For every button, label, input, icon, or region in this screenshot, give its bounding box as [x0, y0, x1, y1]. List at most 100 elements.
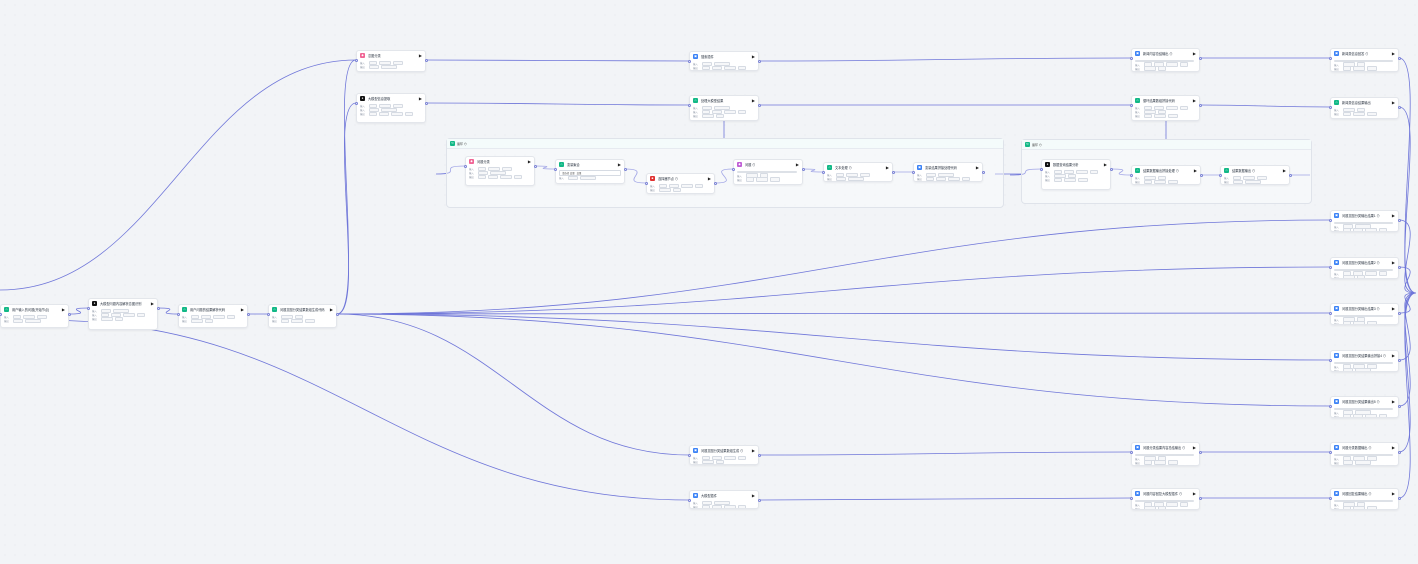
output-handle[interactable]: [335, 313, 339, 316]
run-node-icon[interactable]: ▶: [751, 493, 755, 498]
run-node-icon[interactable]: ▶: [418, 96, 422, 101]
run-node-icon[interactable]: ▶: [707, 176, 711, 181]
run-node-icon[interactable]: ▶: [527, 159, 531, 164]
input-handle[interactable]: [553, 168, 557, 171]
run-node-icon[interactable]: ▶: [1103, 162, 1107, 167]
workflow-node-b2[interactable]: ▣大模型插件▶输入输出: [689, 490, 759, 509]
edge-n_top1d-end[interactable]: [1398, 57, 1417, 294]
edge-n_code2-r2[interactable]: [336, 266, 1331, 315]
edge-n_code2-b1[interactable]: [336, 313, 690, 456]
workflow-node-n-top2d[interactable]: ⌂新闻类信息结果输出▶输入输出: [1330, 97, 1399, 119]
output-handle[interactable]: [801, 168, 805, 171]
edge-b2-b2b[interactable]: [758, 497, 1132, 501]
workflow-node-b1[interactable]: ▣问题意图分类结果数组生成 ⊙▶输入输出: [689, 445, 759, 465]
workflow-node-g1-e[interactable]: ⌂文本处理 ⊙▶输入输出: [823, 162, 893, 182]
edge-b2c-end[interactable]: [1398, 292, 1417, 499]
output-handle[interactable]: [1397, 451, 1401, 454]
run-node-icon[interactable]: ▶: [1192, 51, 1196, 56]
run-node-icon[interactable]: ▶: [751, 98, 755, 103]
edge-n_top2-n_top2b[interactable]: [425, 102, 690, 106]
run-node-icon[interactable]: ▶: [1391, 353, 1395, 358]
run-node-icon[interactable]: ▶: [1391, 51, 1395, 56]
input-handle[interactable]: [354, 59, 358, 62]
input-handle[interactable]: [1328, 106, 1332, 109]
edge-r4-end[interactable]: [1398, 292, 1417, 361]
edge-n_code2-r1[interactable]: [336, 219, 1331, 315]
output-handle[interactable]: [1397, 405, 1401, 408]
input-handle[interactable]: [1129, 497, 1133, 500]
run-node-icon[interactable]: ▶: [61, 307, 65, 312]
workflow-node-n-start[interactable]: ⌂用户输入的问题(开始节点)▶输入输出: [0, 304, 69, 328]
output-handle[interactable]: [1109, 168, 1113, 171]
input-handle[interactable]: [687, 454, 691, 457]
run-node-icon[interactable]: ▶: [1282, 168, 1286, 173]
workflow-node-n-llm1[interactable]: ●大模型问题内容解析意图识别▶输入输入输出: [88, 298, 158, 330]
output-handle[interactable]: [1397, 497, 1401, 500]
edge-start-n_top1[interactable]: [0, 59, 357, 291]
workflow-node-n-code1[interactable]: ⌂用户问题的结果解析代码▶输入输出: [178, 304, 248, 328]
input-handle[interactable]: [687, 60, 691, 63]
input-handle[interactable]: [1328, 312, 1332, 315]
output-handle[interactable]: [1397, 106, 1401, 109]
output-handle[interactable]: [424, 102, 428, 105]
workflow-node-g2-b[interactable]: ⌂结果数据输出拼接处理 ⊙▶输入输出: [1131, 165, 1201, 185]
variable-select[interactable]: 请选择 变量变量: [559, 170, 621, 176]
edge-n_top2c-n_top2d[interactable]: [1199, 104, 1331, 108]
workflow-node-n-top2b[interactable]: ⌂处理大模型结果▶输入输入输出: [689, 95, 759, 121]
workflow-node-g1-c[interactable]: ■选择器节点 ⊙▶输入输出: [646, 173, 715, 194]
output-handle[interactable]: [891, 171, 895, 174]
input-handle[interactable]: [644, 182, 648, 185]
run-node-icon[interactable]: ▶: [1391, 491, 1395, 496]
workflow-node-n-top1c[interactable]: ▣新闻内容总结输出 ⊙▶输入输出: [1131, 48, 1200, 72]
workflow-node-g1-b[interactable]: ⌂变量聚合▶请选择 变量变量输入: [555, 159, 625, 184]
workflow-node-g1-d[interactable]: ◆问题 ⊙▶输入输出: [733, 159, 803, 185]
input-handle[interactable]: [687, 104, 691, 107]
run-node-icon[interactable]: ▶: [1391, 213, 1395, 218]
output-handle[interactable]: [757, 454, 761, 457]
output-handle[interactable]: [246, 313, 250, 316]
output-handle[interactable]: [1198, 104, 1202, 107]
input-handle[interactable]: [0, 313, 2, 316]
workflow-node-b1c[interactable]: ▣问题分类数据输出 ⊙▶输入输出: [1330, 442, 1399, 466]
workflow-node-r3[interactable]: ▣问题意图分类输出结果3 ⊙▶输入输出: [1330, 303, 1399, 325]
workflow-node-r1[interactable]: ▣问题意图分类输出结果1 ⊙▶输入输出: [1330, 210, 1399, 232]
output-handle[interactable]: [757, 104, 761, 107]
input-handle[interactable]: [1328, 497, 1332, 500]
run-node-icon[interactable]: ▶: [240, 307, 244, 312]
workflow-node-n-top1[interactable]: ◆意图分类▶输入输出: [356, 50, 426, 72]
edge-n_top1b-n_top1c[interactable]: [758, 57, 1132, 62]
edge-n_code2-n_top2[interactable]: [336, 102, 357, 315]
loop-group-1[interactable]: ↻ 循环 ⊙: [446, 138, 1004, 208]
edge-start-b2[interactable]: [41, 319, 690, 501]
input-handle[interactable]: [176, 313, 180, 316]
output-handle[interactable]: [533, 165, 537, 168]
workflow-node-r4[interactable]: ▣问题意图分类结果输出拼接4 ⊙▶输入输出: [1330, 350, 1399, 372]
run-node-icon[interactable]: ▶: [1391, 399, 1395, 404]
run-node-icon[interactable]: ▶: [885, 165, 889, 170]
input-handle[interactable]: [1129, 104, 1133, 107]
input-handle[interactable]: [1129, 174, 1133, 177]
output-handle[interactable]: [713, 182, 717, 185]
output-handle[interactable]: [67, 313, 71, 316]
edge-b1-b1b[interactable]: [758, 451, 1132, 456]
edge-n_llm1-n_code1[interactable]: [157, 307, 179, 315]
input-handle[interactable]: [731, 168, 735, 171]
run-node-icon[interactable]: ▶: [1192, 445, 1196, 450]
edge-n_code2-r4[interactable]: [336, 313, 1331, 361]
output-handle[interactable]: [1199, 174, 1203, 177]
input-handle[interactable]: [1328, 451, 1332, 454]
edge-r5-end[interactable]: [1398, 292, 1417, 407]
input-handle[interactable]: [1129, 57, 1133, 60]
output-handle[interactable]: [623, 168, 627, 171]
edge-r1-end[interactable]: [1398, 219, 1417, 294]
output-handle[interactable]: [757, 60, 761, 63]
output-handle[interactable]: [1397, 57, 1401, 60]
edge-r2-end[interactable]: [1398, 266, 1417, 294]
edge-n_code2-r5[interactable]: [336, 313, 1331, 407]
output-handle[interactable]: [1198, 451, 1202, 454]
run-node-icon[interactable]: ▶: [617, 162, 621, 167]
run-node-icon[interactable]: ▶: [1391, 306, 1395, 311]
input-handle[interactable]: [1328, 266, 1332, 269]
workflow-node-g1-f[interactable]: ▣变量结果拼接处理代码▶输入输出: [913, 162, 983, 182]
run-node-icon[interactable]: ▶: [1391, 260, 1395, 265]
